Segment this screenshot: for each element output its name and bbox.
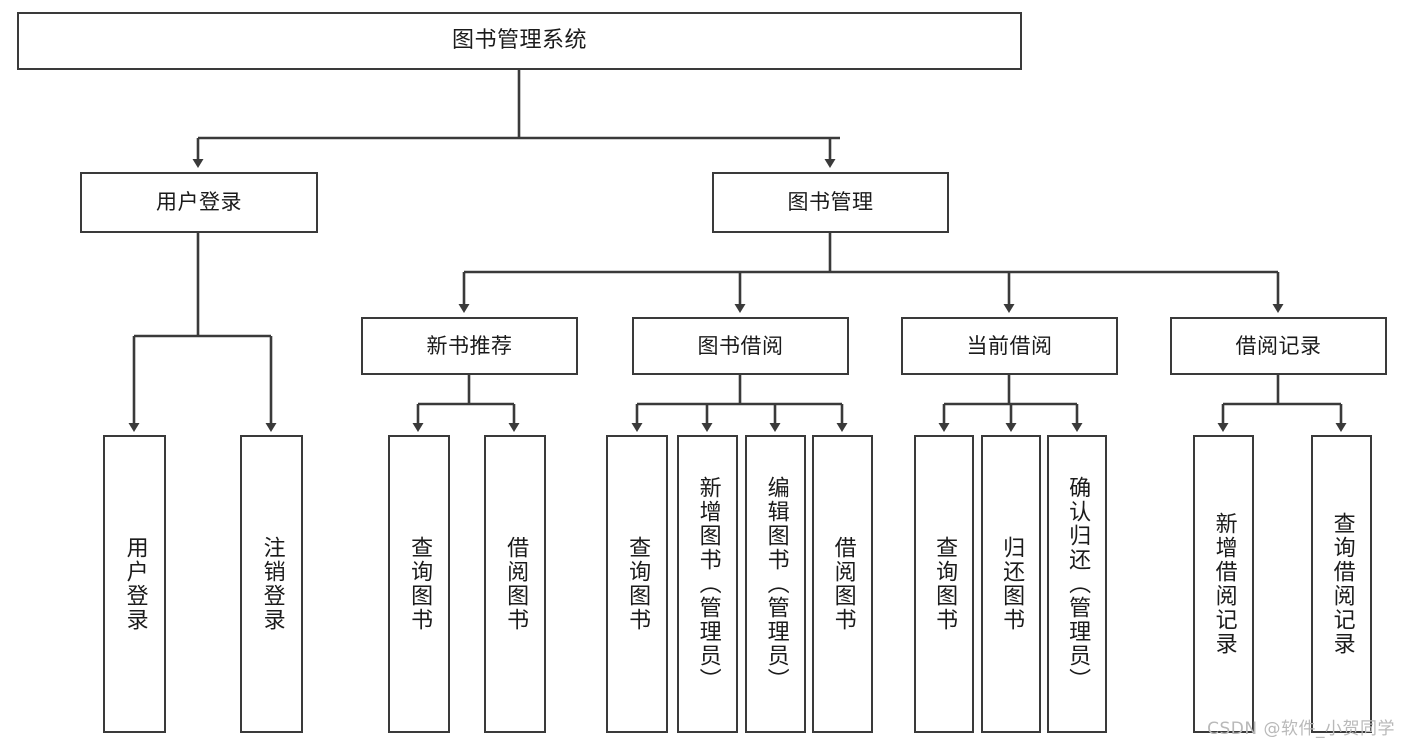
node-label: 借阅图书: [830, 536, 856, 632]
leaf-new-book-borrow[interactable]: 借阅图书: [484, 435, 546, 733]
node-label: 归还图书: [999, 536, 1025, 632]
node-label: 查询图书: [625, 536, 651, 632]
node-label: 新增借阅记录: [1211, 512, 1237, 656]
node-borrow-record[interactable]: 借阅记录: [1170, 317, 1387, 375]
leaf-current-return-book[interactable]: 归还图书: [981, 435, 1041, 733]
node-label: 新书推荐: [426, 333, 513, 358]
node-label: 新增图书（管理员）: [695, 476, 721, 692]
leaf-current-confirm-return[interactable]: 确认归还（管理员）: [1047, 435, 1107, 733]
node-label: 注销登录: [259, 536, 285, 632]
node-label: 确认归还（管理员）: [1065, 476, 1091, 692]
node-label: 查询图书: [407, 536, 433, 632]
node-label: 图书管理系统: [451, 28, 587, 54]
leaf-record-add[interactable]: 新增借阅记录: [1193, 435, 1254, 733]
node-label: 借阅图书: [503, 536, 529, 632]
leaf-borrow-borrow-book[interactable]: 借阅图书: [812, 435, 873, 733]
node-user-login[interactable]: 用户登录: [80, 172, 318, 233]
node-label: 图书管理: [787, 190, 874, 215]
leaf-borrow-add-book[interactable]: 新增图书（管理员）: [677, 435, 738, 733]
node-label: 用户登录: [122, 536, 148, 632]
node-label: 查询图书: [932, 536, 958, 632]
node-label: 当前借阅: [966, 333, 1053, 358]
node-book-borrow[interactable]: 图书借阅: [632, 317, 849, 375]
leaf-current-query-book[interactable]: 查询图书: [914, 435, 974, 733]
leaf-user-login-login[interactable]: 用户登录: [103, 435, 166, 733]
leaf-user-login-logout[interactable]: 注销登录: [240, 435, 303, 733]
node-new-book-recommend[interactable]: 新书推荐: [361, 317, 578, 375]
node-book-management[interactable]: 图书管理: [712, 172, 949, 233]
node-label: 图书借阅: [697, 333, 784, 358]
node-label: 查询借阅记录: [1329, 512, 1355, 656]
node-root-system[interactable]: 图书管理系统: [17, 12, 1022, 70]
leaf-borrow-query-book[interactable]: 查询图书: [606, 435, 668, 733]
csdn-watermark: CSDN @软件_小贺同学: [1207, 719, 1395, 739]
leaf-borrow-edit-book[interactable]: 编辑图书（管理员）: [745, 435, 806, 733]
node-label: 借阅记录: [1235, 333, 1322, 358]
node-label: 编辑图书（管理员）: [763, 476, 789, 692]
node-label: 用户登录: [156, 190, 242, 215]
leaf-record-query[interactable]: 查询借阅记录: [1311, 435, 1372, 733]
leaf-new-book-query[interactable]: 查询图书: [388, 435, 450, 733]
node-current-borrow[interactable]: 当前借阅: [901, 317, 1118, 375]
